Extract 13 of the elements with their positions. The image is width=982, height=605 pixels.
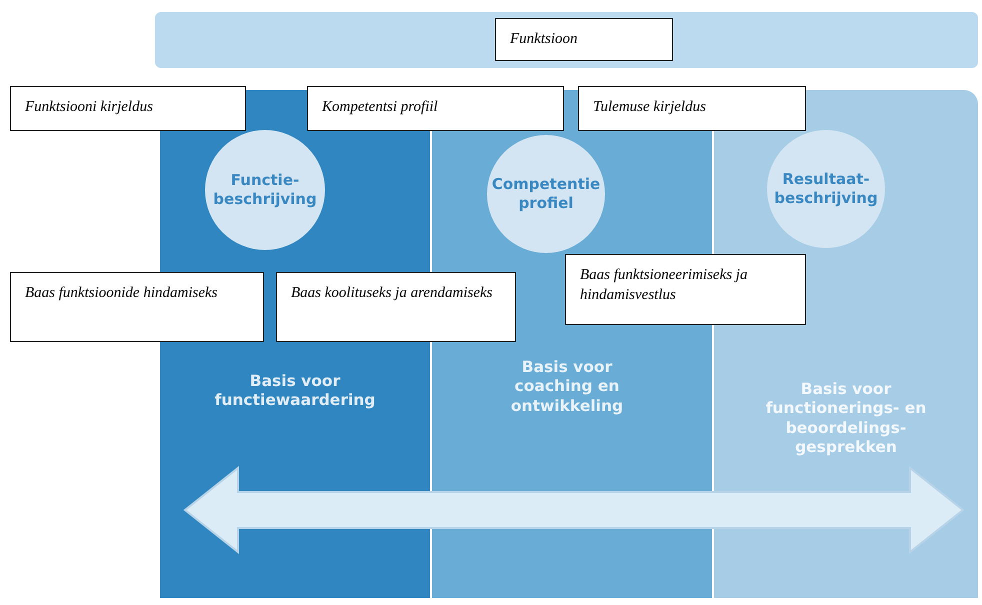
annotation-tooltip: Kompetentsi profiil	[307, 86, 564, 131]
column-text: Basis voor functionerings- en beoordelings- gesprekken	[764, 380, 928, 458]
annotation-tooltip: Funktsioon	[495, 18, 673, 61]
annotation-tooltip: Tulemuse kirjeldus	[578, 86, 806, 131]
circle-text: Resultaat- beschrijving	[773, 170, 879, 208]
circle-text: Functie- beschrijving	[212, 170, 318, 210]
column-text: Basis voor functiewaardering	[214, 372, 376, 411]
annotation-tooltip: Baas funktsioneerimiseks ja hindamisvestlus	[565, 254, 806, 325]
column-text: Basis voor coaching en ontwikkeling	[510, 358, 624, 416]
annotation-tooltip: Baas koolituseks ja arendamiseks	[276, 272, 516, 342]
annotation-tooltip: Baas funktsioonide hindamiseks	[10, 272, 264, 342]
circle-text: Competentie profiel	[490, 174, 602, 214]
annotation-tooltip: Funktsiooni kirjeldus	[10, 86, 246, 131]
